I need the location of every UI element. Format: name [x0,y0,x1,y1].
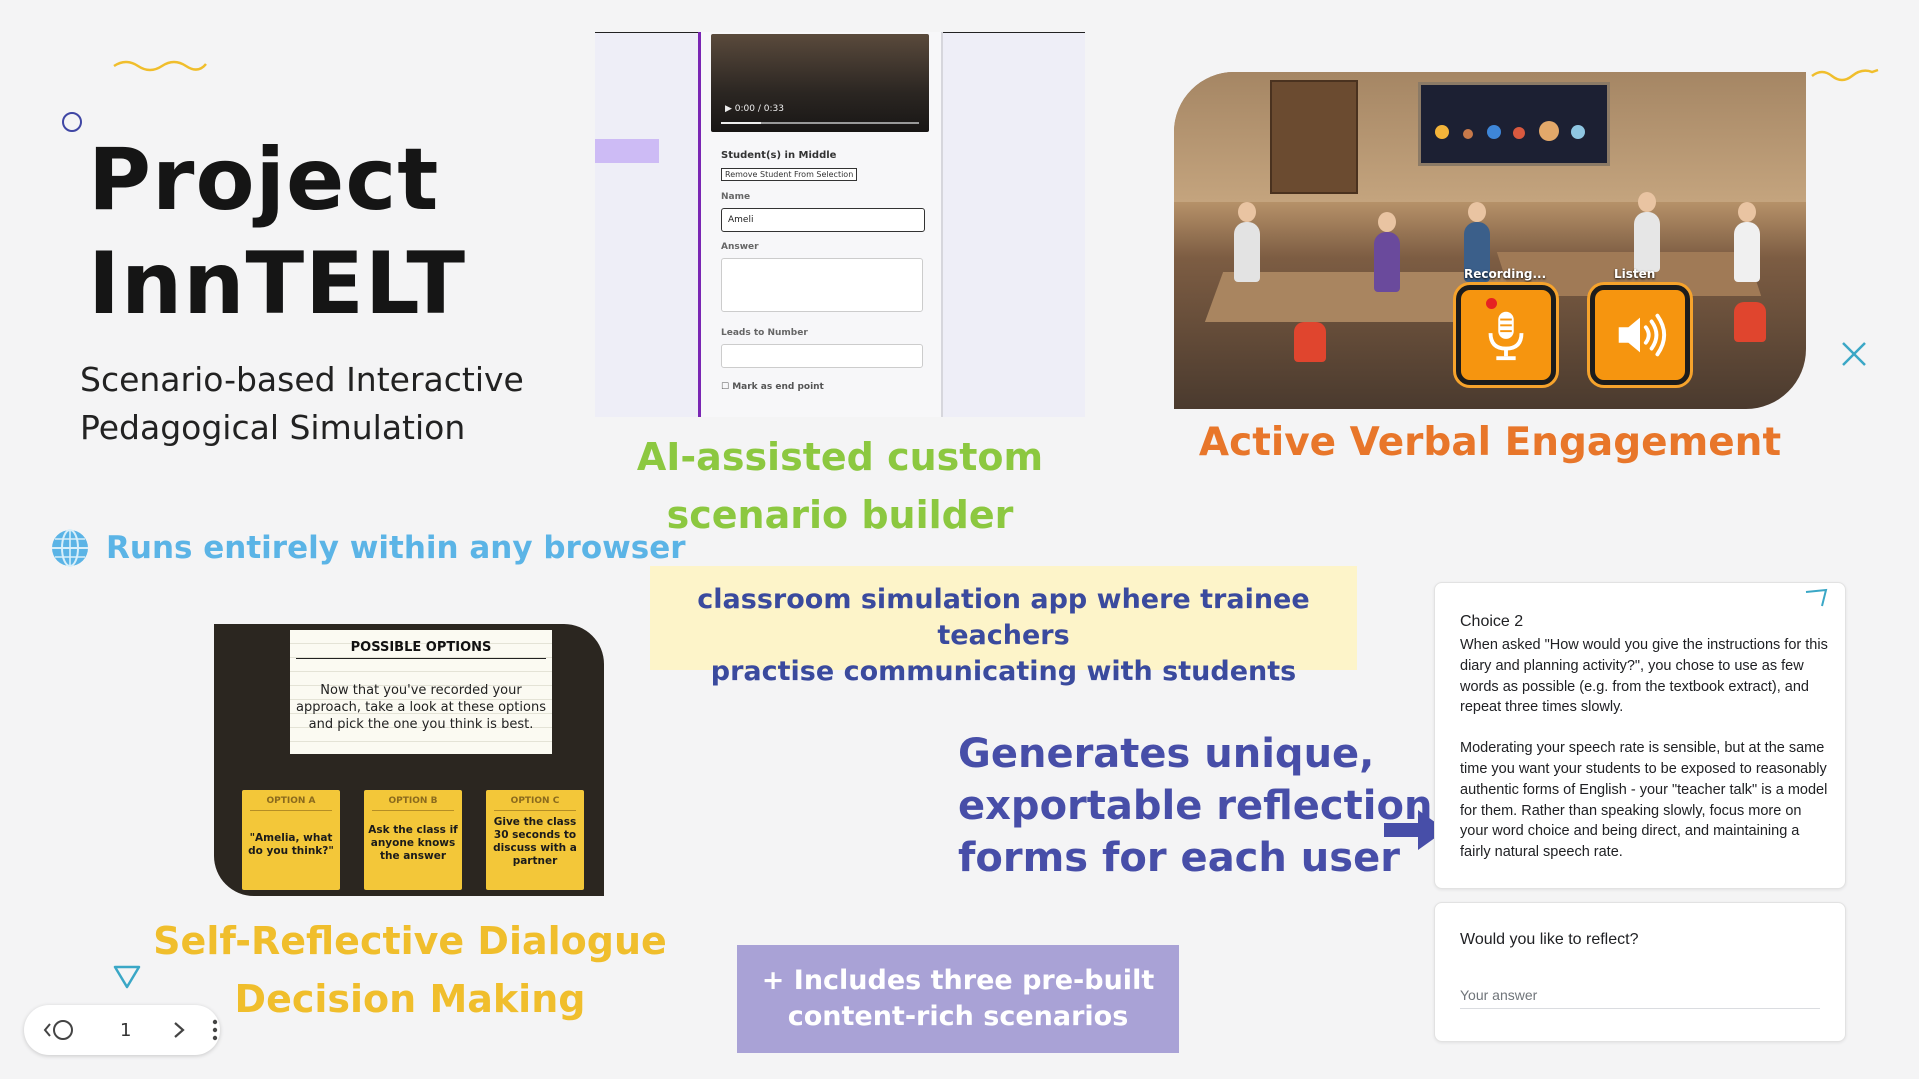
listen-button[interactable] [1590,285,1690,385]
option-c-card[interactable]: OPTION C Give the class 30 seconds to di… [486,790,584,890]
choice-feedback: When asked "How would you give the instr… [1460,635,1830,863]
builder-caption: AI-assisted custom scenario builder [600,428,1080,544]
mark-end-label: Mark as end point [732,382,824,392]
reflective-dialogue-caption: Self-Reflective Dialogue Decision Making [150,912,670,1028]
option-b-label: OPTION B [388,796,438,806]
subtitle-line-2: Pedagogical Simulation [80,408,466,447]
description-line-1: classroom simulation app where trainee t… [697,584,1310,651]
video-time-text: 0:00 / 0:33 [734,104,784,114]
reflect-question: Would you like to reflect? [1460,931,1639,948]
option-b-card[interactable]: OPTION B Ask the class if anyone knows t… [364,790,462,890]
reflective-caption-line-1: Self-Reflective Dialogue [153,919,667,963]
corner-triangle-decoration [1805,588,1828,607]
close-x-decoration [1842,342,1866,366]
option-c-label: OPTION C [510,796,560,806]
listen-label: Listen [1614,267,1656,281]
remove-student-button[interactable]: Remove Student From Selection [721,168,858,181]
reflection-feedback-card: Choice 2 When asked "How would you give … [1434,582,1846,889]
builder-form-column: ▶ 0:00 / 0:33 Student(s) in Middle Remov… [698,32,943,417]
mark-end-checkbox[interactable]: ☐ Mark as end point [721,382,824,392]
section-label: Student(s) in Middle [721,150,837,161]
arrow-right-icon [1384,810,1446,850]
name-input[interactable]: Ameli [721,208,925,232]
next-slide-icon[interactable] [172,1020,186,1040]
video-time: ▶ 0:00 / 0:33 [725,104,784,114]
scenario-builder-screenshot: ▶ 0:00 / 0:33 Student(s) in Middle Remov… [595,32,1085,417]
name-label: Name [721,192,751,202]
solar-system-board [1418,82,1610,166]
description-line-2: practise communicating with students [710,656,1297,687]
squiggle-decoration-right [1811,68,1879,82]
prebuilt-scenarios-box: + Includes three pre-built content-rich … [737,945,1179,1053]
squiggle-decoration [113,60,207,72]
reflective-caption-line-2: Decision Making [234,977,586,1021]
leads-label: Leads to Number [721,328,808,338]
builder-caption-line-1: AI-assisted custom [636,435,1044,479]
prebuilt-line-2: content-rich scenarios [787,1001,1129,1032]
choice-title: Choice 2 [1460,613,1524,630]
prebuilt-line-1: + Includes three pre-built [761,965,1155,996]
browser-feature: Runs entirely within any browser [50,528,686,568]
more-options-icon[interactable] [212,1018,218,1042]
record-button[interactable] [1456,285,1556,385]
builder-side-button[interactable] [595,139,659,163]
generates-forms-text: Generates unique, exportable reflection … [958,728,1432,884]
description-box: classroom simulation app where trainee t… [650,566,1357,687]
slide-number: 1 [120,1020,132,1041]
verbal-engagement-caption: Active Verbal Engagement [1198,420,1782,465]
title-line-2: InnTELT [88,234,467,334]
reflect-answer-input[interactable]: Your answer [1460,987,1820,1009]
options-title: POSSIBLE OPTIONS [350,640,492,655]
title-line-1: Project [88,130,440,230]
description-text: classroom simulation app where trainee t… [650,582,1357,690]
speaker-icon [1618,313,1667,357]
project-title: Project InnTELT [88,128,466,336]
possible-options-panel: POSSIBLE OPTIONS Now that you've recorde… [214,624,604,896]
recording-indicator-dot [1486,298,1497,309]
choice-paragraph-2: Moderating your speech rate is sensible,… [1460,740,1828,861]
builder-video-player[interactable]: ▶ 0:00 / 0:33 [711,34,929,132]
answer-label: Answer [721,242,759,252]
generates-line-2: exportable reflection [958,783,1433,829]
bookshelf [1270,80,1358,194]
option-b-text: Ask the class if anyone knows the answer [368,824,458,862]
microphone-icon [1488,311,1524,361]
choice-paragraph-1: When asked "How would you give the instr… [1460,637,1828,716]
option-c-text: Give the class 30 seconds to discuss wit… [493,816,577,867]
subtitle-line-1: Scenario-based Interactive [80,360,524,399]
prebuilt-text: + Includes three pre-built content-rich … [737,963,1179,1035]
option-a-text: "Amelia, what do you think?" [248,832,334,857]
answer-textarea[interactable] [721,258,923,312]
recording-label: Recording... [1464,267,1547,281]
triangle-decoration [113,965,141,989]
options-paper: POSSIBLE OPTIONS Now that you've recorde… [290,630,552,754]
generates-line-1: Generates unique, [958,731,1375,777]
option-a-label: OPTION A [266,796,316,806]
slide-navigation: 1 [24,1005,220,1055]
globe-icon [52,529,88,567]
video-progress-bar[interactable] [721,122,919,124]
options-prompt: Now that you've recorded your approach, … [296,683,546,732]
circle-decoration [62,112,82,132]
classroom-scene-image: Recording... Listen [1174,72,1806,409]
previous-slide-icon[interactable] [42,1017,76,1043]
builder-caption-line-2: scenario builder [666,493,1014,537]
option-a-card[interactable]: OPTION A "Amelia, what do you think?" [242,790,340,890]
leads-to-number-input[interactable] [721,344,923,368]
generates-line-3: forms for each user [958,835,1400,881]
project-subtitle: Scenario-based Interactive Pedagogical S… [80,356,524,452]
reflection-question-card: Would you like to reflect? Your answer [1434,902,1846,1042]
browser-feature-text: Runs entirely within any browser [106,530,686,566]
